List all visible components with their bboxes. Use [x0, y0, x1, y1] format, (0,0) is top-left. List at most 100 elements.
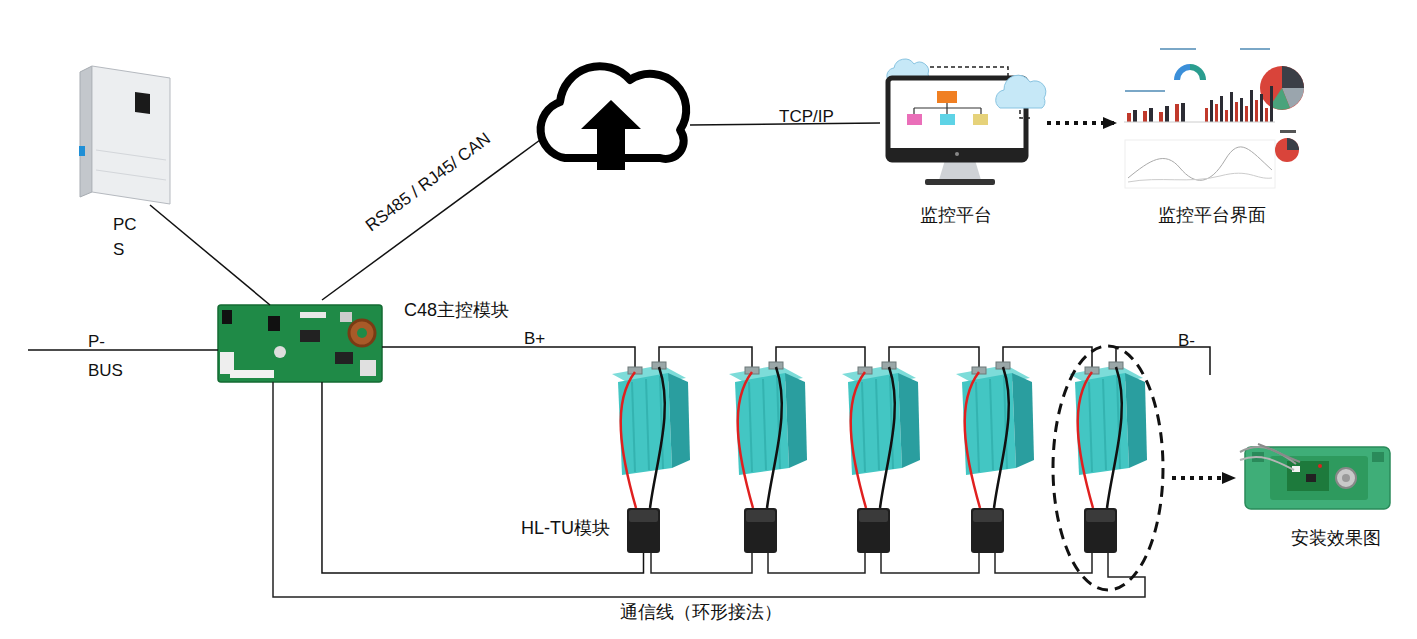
installation-photo-illustration	[1342, 474, 1350, 482]
control-board-illustration	[360, 360, 376, 376]
control-board-illustration	[218, 305, 382, 382]
dashboard-illustration	[1175, 104, 1179, 122]
battery-string	[612, 362, 690, 553]
monitor-illustration	[914, 103, 981, 114]
dashboard-illustration	[1181, 103, 1185, 122]
cloud-upload-icon	[581, 100, 641, 170]
dashboard-illustration	[1260, 94, 1263, 122]
battery-string	[1069, 362, 1147, 553]
dashboard-illustration	[1125, 90, 1165, 92]
installation-photo-illustration	[1245, 447, 1390, 509]
monitor-illustration	[939, 160, 981, 180]
installation-photo-illustration	[1287, 461, 1329, 491]
communication-wire	[651, 553, 752, 573]
dashboard-illustration	[1133, 110, 1137, 122]
monitor-illustration	[887, 59, 1046, 185]
callout-ellipse	[1053, 346, 1234, 590]
dashboard-illustration	[1115, 42, 1312, 192]
dashboard-illustration	[1280, 130, 1296, 133]
communication-wire	[273, 382, 1145, 597]
inverter-illustration	[96, 150, 166, 160]
callout-ellipse	[1172, 476, 1234, 480]
monitor-illustration	[1020, 110, 1030, 118]
control-board-illustration	[357, 328, 367, 338]
connector-line	[1047, 121, 1115, 125]
dashboard-illustration	[1240, 98, 1243, 122]
dashboard-illustration	[1160, 48, 1196, 50]
inverter-illustration	[79, 66, 170, 204]
communication-wire	[768, 553, 865, 573]
bus-wire	[28, 349, 218, 351]
dashboard-illustration	[1125, 140, 1275, 188]
dashboard-illustration	[1127, 113, 1131, 122]
dashboard-illustration	[1165, 106, 1169, 122]
control-board-illustration	[230, 370, 274, 378]
dashboard-illustration	[1270, 86, 1273, 122]
power-bus-wire	[776, 347, 865, 368]
dashboard-illustration	[1225, 110, 1228, 122]
dashboard-illustration	[1159, 112, 1163, 122]
monitor-illustration	[930, 67, 1008, 76]
connector-line	[150, 205, 270, 305]
control-board-illustration	[340, 312, 352, 322]
dashboard-illustration	[1260, 66, 1304, 110]
control-board-illustration	[335, 352, 353, 364]
dashboard-illustration	[1128, 147, 1272, 180]
node-label: PC S	[113, 212, 143, 262]
inverter-illustration	[80, 66, 92, 197]
connector-line	[322, 382, 644, 573]
control-board-illustration	[274, 346, 286, 358]
dashboard-illustration	[1265, 108, 1268, 122]
dashboard-illustration	[1124, 122, 1275, 123]
battery-string	[729, 362, 807, 553]
dashboard-illustration	[1245, 106, 1248, 122]
dashboard-illustration	[1149, 108, 1153, 122]
installation-photo-illustration	[1240, 447, 1296, 464]
annotation-label: B+	[524, 326, 545, 351]
dashboard-illustration	[1235, 102, 1238, 122]
node-label: C48主控模块	[404, 298, 544, 323]
annotation-label: RS485 / RJ45/ CAN	[360, 127, 496, 238]
control-board-illustration	[300, 312, 326, 318]
monitor-illustration	[996, 75, 1046, 108]
installation-photo-illustration	[1336, 468, 1356, 488]
dashboard-illustration	[1180, 70, 1200, 80]
power-bus-wire	[659, 347, 752, 368]
power-bus-wire	[889, 347, 979, 368]
dashboard-illustration	[1275, 138, 1299, 162]
installation-photo-illustration	[1270, 456, 1368, 500]
communication-wire	[881, 553, 979, 573]
monitor-illustration	[973, 114, 988, 125]
installation-photo-illustration	[1240, 444, 1390, 509]
annotation-label: 通信线（环形接法）	[620, 600, 782, 625]
connector-layer	[150, 123, 1115, 573]
dashboard-illustration	[1255, 100, 1258, 122]
installation-photo-illustration	[1306, 474, 1316, 482]
communication-wire	[273, 382, 1145, 597]
annotation-label: BUS	[88, 358, 123, 383]
power-bus-wire	[1003, 347, 1092, 368]
dashboard-screen: 监控平台界面	[1115, 42, 1312, 192]
monitor-illustration	[955, 152, 959, 156]
monitor-illustration	[888, 148, 1026, 160]
cloud-upload-icon	[541, 66, 687, 170]
node-label: 监控平台界面	[1142, 203, 1282, 228]
dashboard-illustration	[1220, 96, 1223, 122]
power-bus-wire	[1116, 347, 1210, 375]
dashboard-illustration	[1115, 42, 1312, 192]
dashboard-illustration	[1143, 111, 1147, 122]
monitor-illustration	[937, 91, 957, 103]
node-label: 监控平台	[886, 203, 1026, 228]
pcs-inverter: PC S	[78, 62, 172, 205]
dashboard-illustration	[1250, 90, 1253, 122]
installation-photo-illustration	[1240, 457, 1294, 470]
monitor-illustration	[940, 114, 955, 125]
inverter-illustration	[79, 146, 85, 156]
control-board-illustration	[349, 320, 375, 346]
control-board-illustration	[300, 330, 320, 342]
monitor-platform: 监控平台	[885, 58, 1047, 188]
battery-string	[842, 362, 920, 553]
node-label: 安装效果图	[1276, 526, 1396, 551]
